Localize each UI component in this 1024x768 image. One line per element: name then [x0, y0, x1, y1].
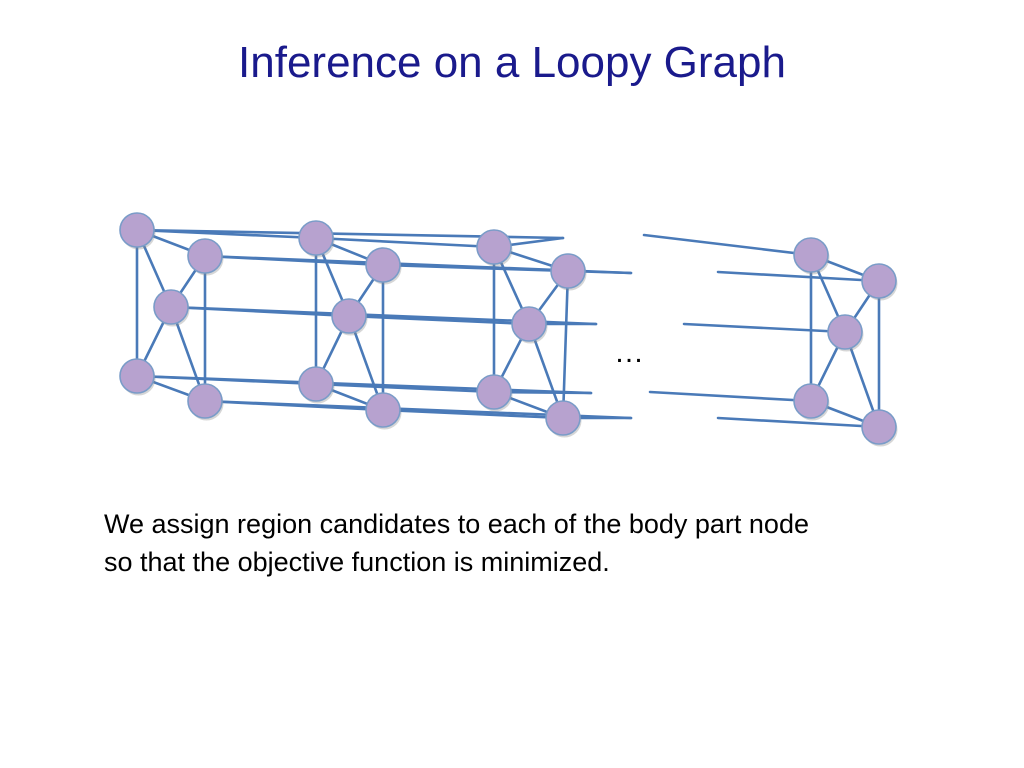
graph-node	[793, 383, 829, 419]
graph-node	[187, 238, 223, 274]
inter-edge-stub	[716, 270, 881, 283]
inter-edge-stub	[648, 390, 813, 403]
graph-node	[827, 314, 863, 350]
graph-node	[476, 374, 512, 410]
inter-edge-c	[347, 314, 531, 326]
graph-nodes	[119, 212, 898, 447]
graph-node	[550, 253, 586, 289]
graph-node	[153, 289, 189, 325]
graph-node	[119, 358, 155, 394]
graph-node	[793, 237, 829, 273]
graph-node	[476, 229, 512, 265]
inter-edge-e	[381, 408, 565, 420]
graph-node	[119, 212, 155, 248]
caption-line-1: We assign region candidates to each of t…	[104, 509, 809, 539]
graph-node	[545, 400, 581, 436]
graph-node	[365, 392, 401, 428]
inter-edge-d	[314, 382, 496, 394]
graph-node	[861, 263, 897, 299]
inter-edge-stub	[716, 416, 881, 429]
graph-node	[298, 220, 334, 256]
graph-node	[365, 247, 401, 283]
intra-edge	[561, 269, 570, 420]
inter-edge-stub	[642, 233, 813, 257]
graph-node	[331, 298, 367, 334]
caption-line-2: so that the objective function is minimi…	[104, 547, 610, 577]
graph-node	[511, 306, 547, 342]
graph-node	[187, 383, 223, 419]
inter-edge-stub	[682, 322, 847, 334]
graph-node	[298, 366, 334, 402]
graph-node	[861, 409, 897, 445]
inter-edge-long	[135, 374, 593, 395]
inter-edge-a	[314, 236, 496, 249]
caption-text: We assign region candidates to each of t…	[104, 505, 984, 581]
slide-title: Inference on a Loopy Graph	[238, 38, 786, 87]
ellipsis-label: …	[614, 336, 644, 369]
